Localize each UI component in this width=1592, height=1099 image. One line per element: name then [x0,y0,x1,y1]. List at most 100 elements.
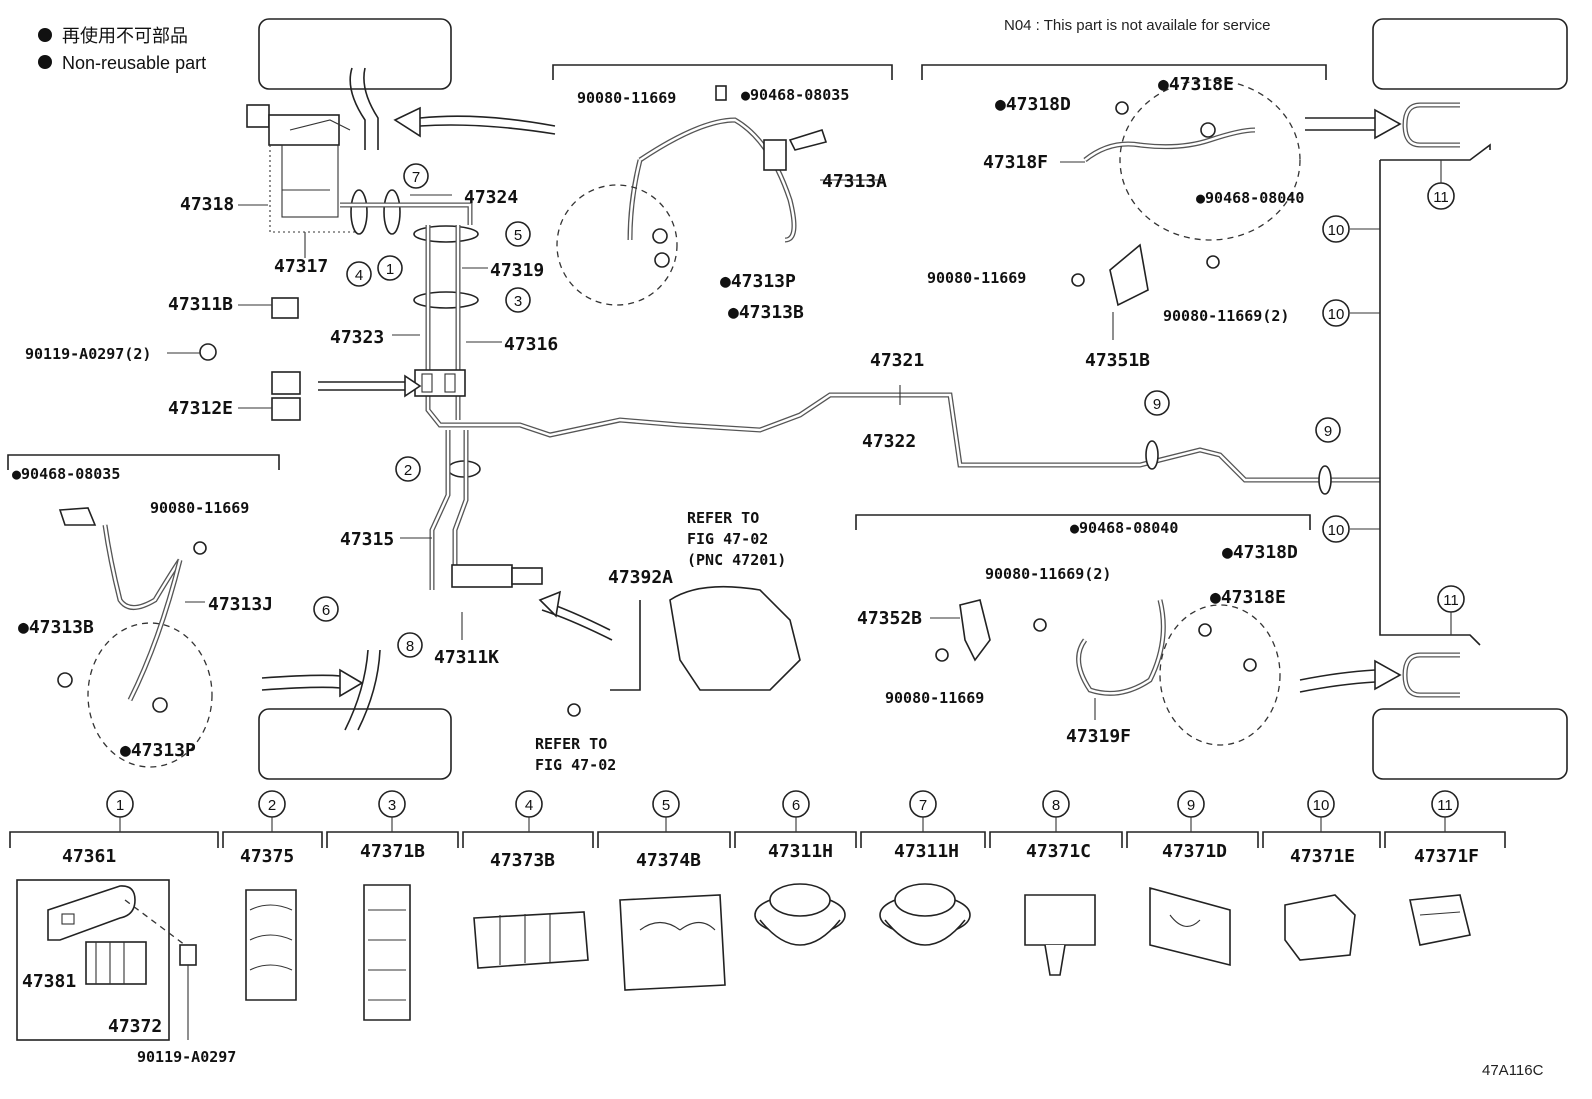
label-47318e-bot: ●47318E [1210,587,1286,608]
svg-text:47374B: 47374B [636,850,701,871]
part-47381 [47,885,136,941]
part-47371b-clip [363,884,411,1021]
label-47313j: 47313J [208,594,273,615]
svg-text:47371C: 47371C [1026,841,1091,862]
bottom-item-9: 9 47371D [1162,790,1227,862]
brake-line-47321 [470,392,1380,483]
svg-text:10: 10 [1313,797,1330,814]
label-47319: 47319 [490,260,544,281]
label-90468-08040-top: ●90468-08040 [1196,189,1304,207]
svg-text:7: 7 [919,797,927,814]
label-47313b-top: ●47313B [728,302,804,323]
svg-text:47371D: 47371D [1162,841,1227,862]
label-47381: 47381 [22,971,76,992]
hose-top [349,67,366,150]
part-47375-clip [245,889,297,1001]
part-47371e-clip [1284,894,1356,961]
diagram-id: 47A116C [1482,1062,1544,1079]
label-47313p-top: ●47313P [720,271,796,292]
svg-text:8: 8 [406,638,414,655]
part-47371d-clip [1149,886,1231,967]
callout-10b: 10 [1322,299,1350,327]
label-90080-11669-r1: 90080-11669 [927,269,1026,287]
label-47351b: 47351B [1085,350,1150,371]
svg-text:1: 1 [116,797,124,814]
label-47318d-top: ●47318D [995,94,1071,115]
part-90119-a0297 [179,944,197,966]
svg-text:10: 10 [1328,306,1345,323]
label-90080-11669-left: 90080-11669 [150,499,249,517]
svg-text:5: 5 [514,227,522,244]
empty-box-bottom-right [1372,708,1568,780]
label-47322: 47322 [862,431,916,452]
label-47313p-left: ●47313P [120,740,196,761]
svg-text:9: 9 [1187,797,1195,814]
refer-fig2-line2: FIG 47-02 [535,756,616,774]
label-90080-11669-bot: 90080-11669 [885,689,984,707]
svg-text:10: 10 [1328,522,1345,539]
label-90119-a0297-2: 90119-A0297(2) [25,345,151,363]
service-note: N04 : This part is not availale for serv… [1004,17,1271,34]
label-47315: 47315 [340,529,394,550]
empty-box-top-right [1372,18,1568,90]
bottom-item-6: 6 47311H [768,790,833,862]
callout-9b: 9 [1315,417,1341,443]
svg-text:4: 4 [355,267,363,284]
callout-3: 3 [505,287,531,313]
svg-text:3: 3 [388,797,396,814]
svg-text:9: 9 [1153,396,1161,413]
svg-text:47375: 47375 [240,846,294,867]
svg-text:5: 5 [662,797,670,814]
label-47313a: 47313A [822,171,887,192]
svg-text:2: 2 [268,797,276,814]
svg-text:10: 10 [1328,222,1345,239]
callout-7: 7 [403,163,429,189]
label-47317: 47317 [274,256,328,277]
label-47319f: 47319F [1066,726,1131,747]
part-47311h-grommet-2 [879,883,971,946]
part-47371f-clip [1409,894,1471,946]
label-90468-08035-top: ●90468-08035 [741,86,849,104]
callout-8: 8 [397,632,423,658]
svg-text:11: 11 [1433,189,1449,206]
callout-5: 5 [505,221,531,247]
callout-9a: 9 [1144,390,1170,416]
part-47311h-grommet-1 [754,883,846,946]
label-47321: 47321 [870,350,924,371]
svg-text:47361: 47361 [62,846,116,867]
label-47316: 47316 [504,334,558,355]
bottom-item-5: 5 47374B [636,790,701,871]
bottom-item-2: 2 47375 [240,790,294,867]
assembly-47361-box [16,879,170,1041]
label-47352b: 47352B [857,608,922,629]
callout-1: 1 [377,255,403,281]
svg-text:6: 6 [792,797,800,814]
label-47324: 47324 [464,187,518,208]
label-47312e: 47312E [168,398,233,419]
label-47313b-left: ●47313B [18,617,94,638]
part-47372 [85,941,147,985]
label-90080-11669-2-bot: 90080-11669(2) [985,565,1111,583]
empty-box-top-left [258,18,452,90]
refer-fig2-line1: REFER TO [535,735,607,753]
refer-fig-line3: (PNC 47201) [687,551,786,569]
refer-fig-line2: FIG 47-02 [687,530,768,548]
bottom-item-8: 8 47371C [1026,790,1091,862]
label-90468-08040-bot: ●90468-08040 [1070,519,1178,537]
bullet-icon [38,28,52,42]
label-47372: 47372 [108,1016,162,1037]
svg-text:2: 2 [404,462,412,479]
empty-box-bottom-left [258,708,452,780]
bullet-icon [38,55,52,69]
label-47323: 47323 [330,327,384,348]
master-cylinder [669,585,801,691]
svg-text:11: 11 [1443,592,1459,609]
svg-text:47311H: 47311H [768,841,833,862]
svg-text:9: 9 [1324,423,1332,440]
arrow-left [419,115,556,127]
svg-text:8: 8 [1052,797,1060,814]
callout-10a: 10 [1322,215,1350,243]
callout-11a: 11 [1427,182,1455,210]
